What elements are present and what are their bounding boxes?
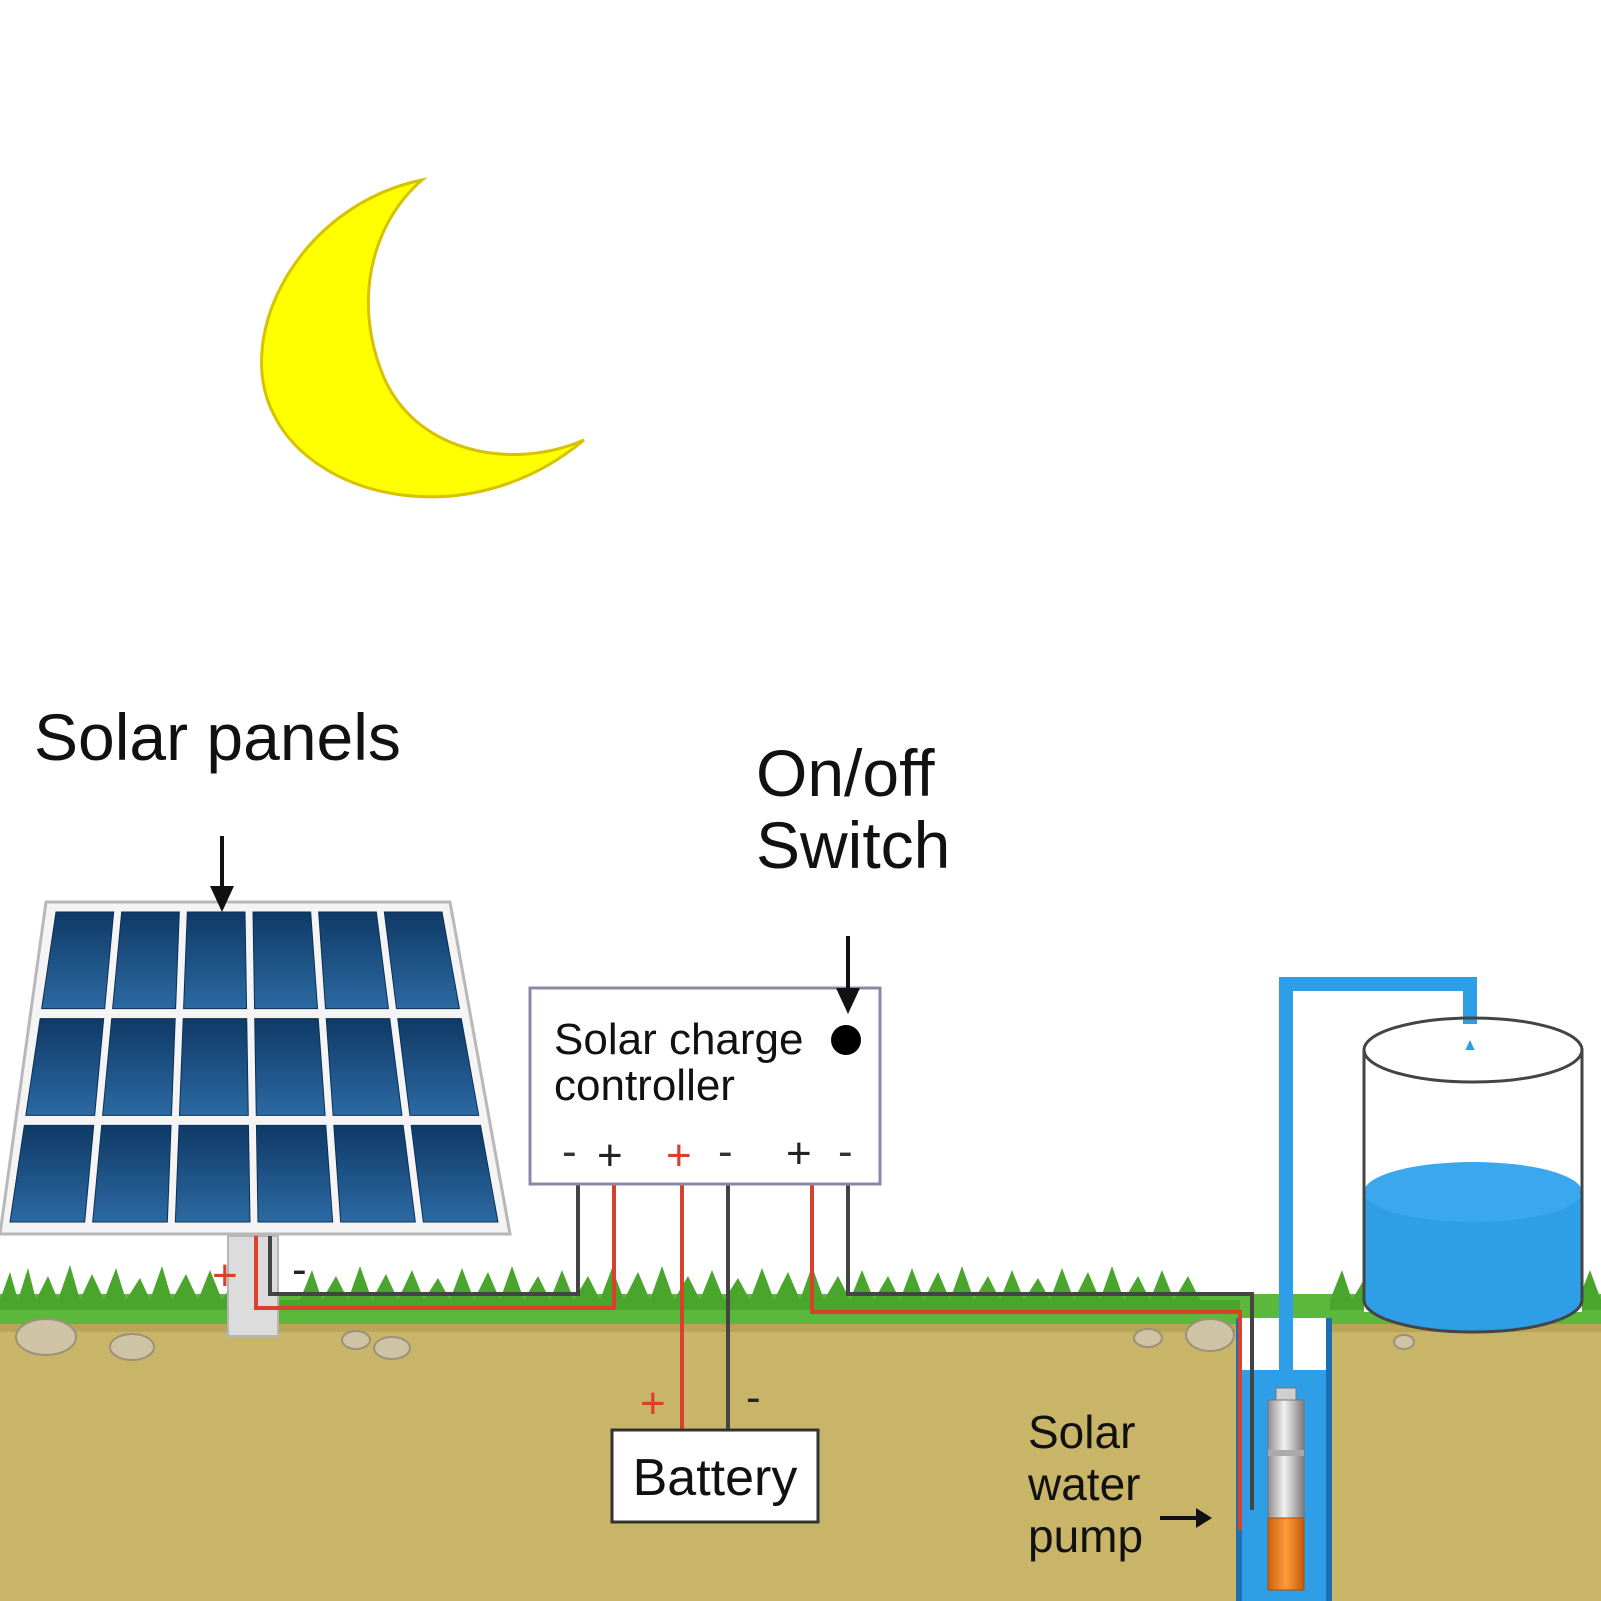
solar-cell	[383, 911, 461, 1010]
solar-cell	[112, 911, 180, 1010]
water-tank-icon	[1362, 1016, 1584, 1334]
pump-label-line3: pump	[1028, 1510, 1143, 1562]
stones	[15, 1318, 1415, 1361]
solar-cell	[255, 1124, 334, 1223]
solar-cell	[254, 1018, 326, 1116]
battery-box: Battery	[610, 1428, 820, 1524]
wire-load-positive	[810, 1184, 1242, 1530]
battery-plus-sign: +	[640, 1379, 666, 1428]
controller-terminal-5: +	[786, 1129, 812, 1178]
solar-cell	[174, 1124, 251, 1223]
controller-terminal-1: -	[562, 1127, 577, 1176]
controller-terminal-6: -	[838, 1127, 853, 1176]
wire-load-negative	[846, 1184, 1254, 1510]
wiring	[254, 1184, 1254, 1530]
solar-cell	[102, 1018, 176, 1116]
solar-cell	[252, 911, 319, 1010]
controller-terminal-2: +	[597, 1131, 623, 1180]
water-pump-icon	[1267, 1387, 1305, 1591]
pump-label-line2: water	[1027, 1458, 1140, 1510]
controller-label-line1: Solar charge	[554, 1015, 803, 1064]
solar-cell	[25, 1018, 105, 1116]
solar-cell	[397, 1018, 480, 1116]
battery-label: Battery	[633, 1449, 798, 1507]
solar-cell	[318, 911, 390, 1010]
switch-label-line1: On/off	[756, 736, 935, 810]
water-pipe	[1279, 977, 1477, 1400]
switch-arrow-icon	[836, 936, 860, 1014]
panel-arrow-icon	[210, 836, 234, 912]
controller-terminal-4: -	[718, 1127, 733, 1176]
charge-controller: Solar charge controller - + + - + -	[528, 986, 882, 1186]
pump-label-line1: Solar	[1028, 1406, 1135, 1458]
wire-panel-negative	[268, 1184, 580, 1296]
solar-cell	[178, 1018, 249, 1116]
controller-terminal-3: +	[666, 1131, 692, 1180]
controller-label-line2: controller	[554, 1061, 735, 1110]
pump-arrow-icon	[1160, 1508, 1212, 1528]
panel-plus-sign: +	[212, 1251, 238, 1300]
battery-minus-sign: -	[746, 1373, 761, 1422]
solar-panel-icon	[0, 900, 512, 1337]
solar-cell	[333, 1124, 416, 1223]
solar-cell	[325, 1018, 403, 1116]
wire-panel-positive	[254, 1184, 616, 1310]
solar-cell	[9, 1124, 95, 1223]
solar-panels-label: Solar panels	[34, 700, 401, 774]
moon-icon	[260, 177, 585, 499]
solar-cell	[41, 911, 115, 1010]
solar-cell	[183, 911, 248, 1010]
solar-cell	[92, 1124, 172, 1223]
switch-label-line2: Switch	[756, 808, 950, 882]
switch-dot	[831, 1025, 861, 1055]
solar-cell	[410, 1124, 499, 1223]
panel-minus-sign: -	[292, 1245, 307, 1294]
